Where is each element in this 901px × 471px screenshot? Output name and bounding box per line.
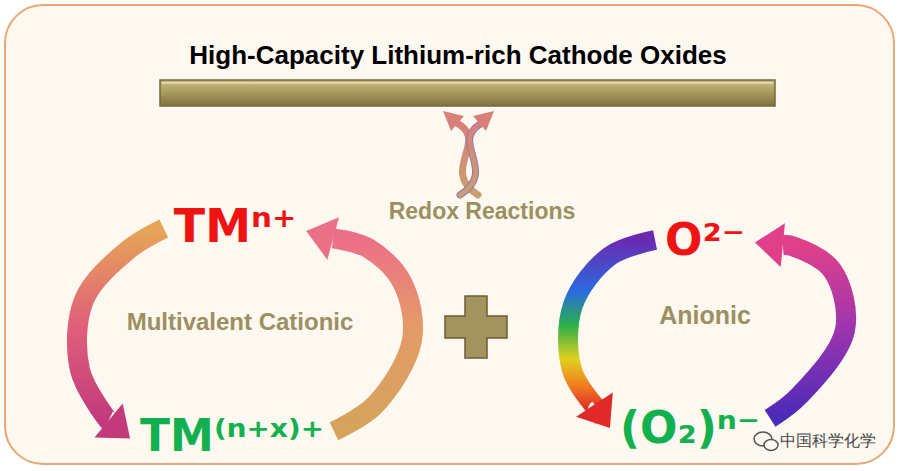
bar-highlight [162, 82, 773, 84]
arrow-head [576, 393, 613, 428]
chat-bubble [764, 440, 778, 451]
species-node: O²⁻ [661, 216, 749, 264]
cycle-label: Multivalent Cationic [127, 309, 354, 335]
twisted-ribbon [443, 111, 494, 195]
cycle-arrow [755, 223, 846, 418]
plus-sign [445, 296, 507, 358]
ribbon-strand [460, 122, 484, 195]
species-formula: (O₂)ⁿ⁻ [616, 404, 764, 452]
ribbon-strand [460, 122, 484, 195]
ribbon-head [443, 111, 464, 131]
arrow-head [755, 223, 785, 267]
ribbon-head [473, 111, 494, 131]
species-formula: O²⁻ [661, 216, 749, 264]
arrow-band [333, 238, 413, 431]
species-node: TMⁿ⁺ [170, 201, 300, 251]
species-node: TM⁽ⁿ⁺ˣ⁾⁺ [136, 412, 328, 460]
outer-frame [5, 5, 894, 464]
species-formula: TM⁽ⁿ⁺ˣ⁾⁺ [136, 412, 328, 460]
process-label: Redox Reactions [389, 199, 576, 224]
header-bar [160, 80, 775, 106]
arrow-band [770, 245, 846, 418]
cycle-arrow [568, 240, 655, 428]
diagram-title: High-Capacity Lithium-rich Cathode Oxide… [189, 41, 726, 70]
arrow-band [568, 240, 655, 410]
watermark: 中国科学化学 [780, 432, 876, 450]
bar-face [160, 80, 775, 106]
species-node: (O₂)ⁿ⁻ [616, 404, 764, 452]
cycle-label: Anionic [659, 302, 751, 330]
arrow-head [94, 404, 130, 439]
arrow-head [306, 217, 339, 259]
species-formula: TMⁿ⁺ [170, 201, 300, 251]
